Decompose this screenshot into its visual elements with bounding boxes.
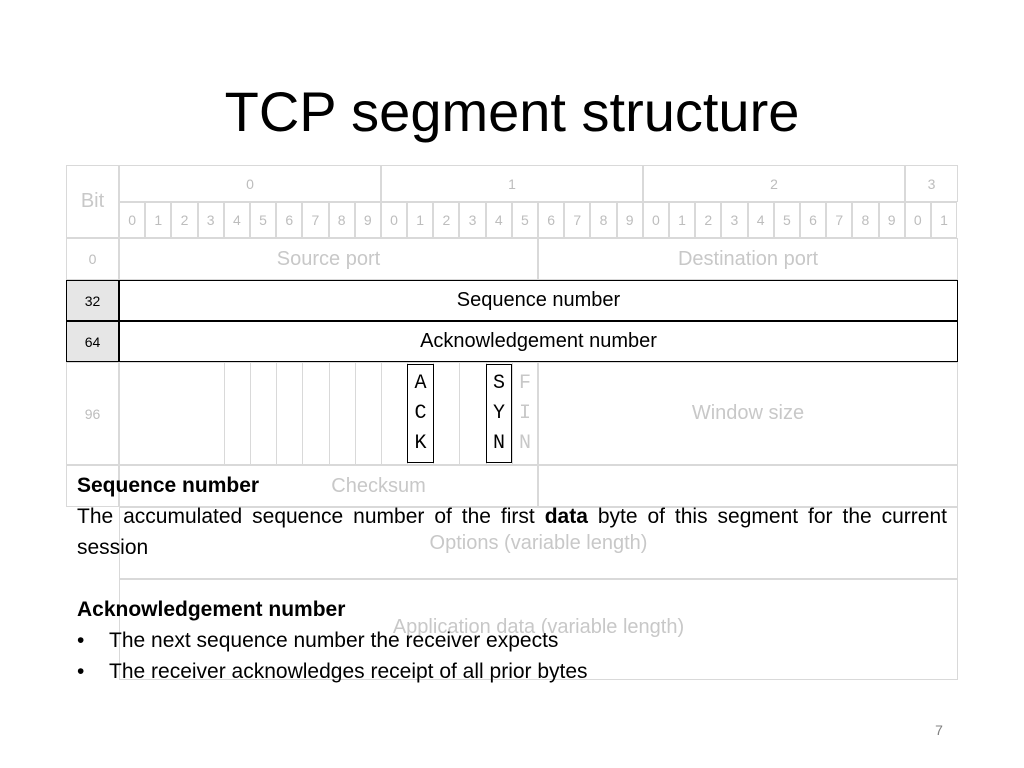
ack-note-list: The next sequence number the receiver ex…	[77, 625, 947, 687]
ack-flag-letter-1: A	[414, 371, 427, 395]
sequence-number-field: Sequence number	[119, 280, 958, 321]
page-number: 7	[935, 722, 943, 738]
flag-bit-divider	[511, 362, 513, 465]
bit-digit: 5	[773, 202, 800, 238]
bit-digit: 3	[721, 202, 748, 238]
bit-digit: 3	[197, 202, 224, 238]
flag-bit-divider	[223, 362, 225, 465]
bit-digit: 2	[171, 202, 198, 238]
flag-bit-divider	[354, 362, 356, 465]
spacer	[77, 563, 947, 594]
slide-title: TCP segment structure	[224, 80, 800, 143]
offset-flags-cell	[119, 362, 538, 465]
seq-note-body: The accumulated sequence number of the f…	[77, 501, 947, 563]
ack-note-bullet-2: The receiver acknowledges receipt of all…	[77, 656, 947, 687]
bit-digit: 0	[904, 202, 931, 238]
bit-digit: 5	[249, 202, 277, 238]
flag-bit-divider	[328, 362, 330, 465]
row-offset-32: 32	[66, 280, 119, 321]
bit-digit: 7	[826, 202, 853, 238]
bit-digit: 1	[407, 202, 434, 238]
destination-port-field: Destination port	[538, 238, 958, 280]
bit-digit: 9	[616, 202, 643, 238]
ack-flag-letter-3: K	[414, 431, 427, 455]
bit-digit: 6	[276, 202, 303, 238]
fin-flag-letter-3: N	[518, 431, 531, 455]
source-port-field: Source port	[119, 238, 538, 280]
seq-note-bold: data	[544, 505, 588, 528]
bit-digit: 4	[747, 202, 774, 238]
flag-bit-divider	[249, 362, 251, 465]
flag-bit-divider	[459, 362, 461, 465]
flag-bit-divider	[380, 362, 382, 465]
checksum-field: Checksum	[119, 465, 538, 507]
bit-digit: 8	[852, 202, 879, 238]
fin-flag-letter-2: I	[518, 401, 531, 425]
bit-digit: 4	[223, 202, 250, 238]
bit-digit: 8	[328, 202, 355, 238]
row-offset-0: 0	[66, 238, 119, 280]
bit-digit: 1	[930, 202, 958, 238]
options-field: Options (variable length)	[119, 507, 958, 579]
bit-digit: 1	[145, 202, 172, 238]
bit-digit: 6	[538, 202, 565, 238]
ack-note-heading: Acknowledgement number	[77, 598, 346, 621]
flag-bit-divider	[276, 362, 278, 465]
bit-digit: 9	[878, 202, 905, 238]
octet-3-header: 3	[905, 165, 958, 202]
acknowledgement-number-field: Acknowledgement number	[119, 321, 958, 362]
bit-digit: 5	[511, 202, 539, 238]
flag-bit-divider	[302, 362, 304, 465]
fin-flag: F I N	[512, 364, 538, 463]
octet-1-header: 1	[381, 165, 643, 202]
ack-note-bullet-1: The next sequence number the receiver ex…	[77, 625, 947, 656]
bit-digit: 8	[590, 202, 617, 238]
syn-flag-letter-3: N	[492, 431, 505, 455]
bit-digit: 0	[380, 202, 408, 238]
ack-flag: A C K	[407, 364, 434, 463]
bit-digit: 7	[302, 202, 329, 238]
bit-digit: 9	[354, 202, 381, 238]
bit-digit: 3	[459, 202, 486, 238]
seq-note-text-1: The accumulated sequence number of the f…	[77, 505, 545, 528]
notes-text-box: Sequence number The accumulated sequence…	[77, 470, 947, 687]
row-offset-64: 64	[66, 321, 119, 362]
row-offset-128	[66, 465, 119, 507]
bit-digit: 6	[799, 202, 827, 238]
seq-note-heading: Sequence number	[77, 474, 260, 497]
urgent-pointer-field	[538, 465, 958, 507]
bit-digit: 2	[695, 202, 722, 238]
syn-flag-letter-1: S	[492, 371, 505, 395]
bit-digit: 1	[668, 202, 696, 238]
syn-flag-letter-2: Y	[492, 401, 505, 425]
seq-note-text-2: byte of this segment for the current ses…	[77, 505, 947, 559]
fin-flag-letter-1: F	[518, 371, 531, 395]
row-offset-96: 96	[66, 362, 119, 465]
bit-digit: 4	[485, 202, 512, 238]
syn-flag: S Y N	[486, 364, 512, 463]
octet-2-header: 2	[643, 165, 905, 202]
window-size-field: Window size	[538, 362, 958, 465]
ack-flag-letter-2: C	[414, 401, 427, 425]
bit-digit: 2	[433, 202, 460, 238]
bit-digit: 0	[642, 202, 669, 238]
bit-digit: 7	[564, 202, 591, 238]
bit-digit: 0	[119, 202, 146, 238]
octet-0-header: 0	[119, 165, 381, 202]
bit-label: Bit	[66, 165, 119, 238]
